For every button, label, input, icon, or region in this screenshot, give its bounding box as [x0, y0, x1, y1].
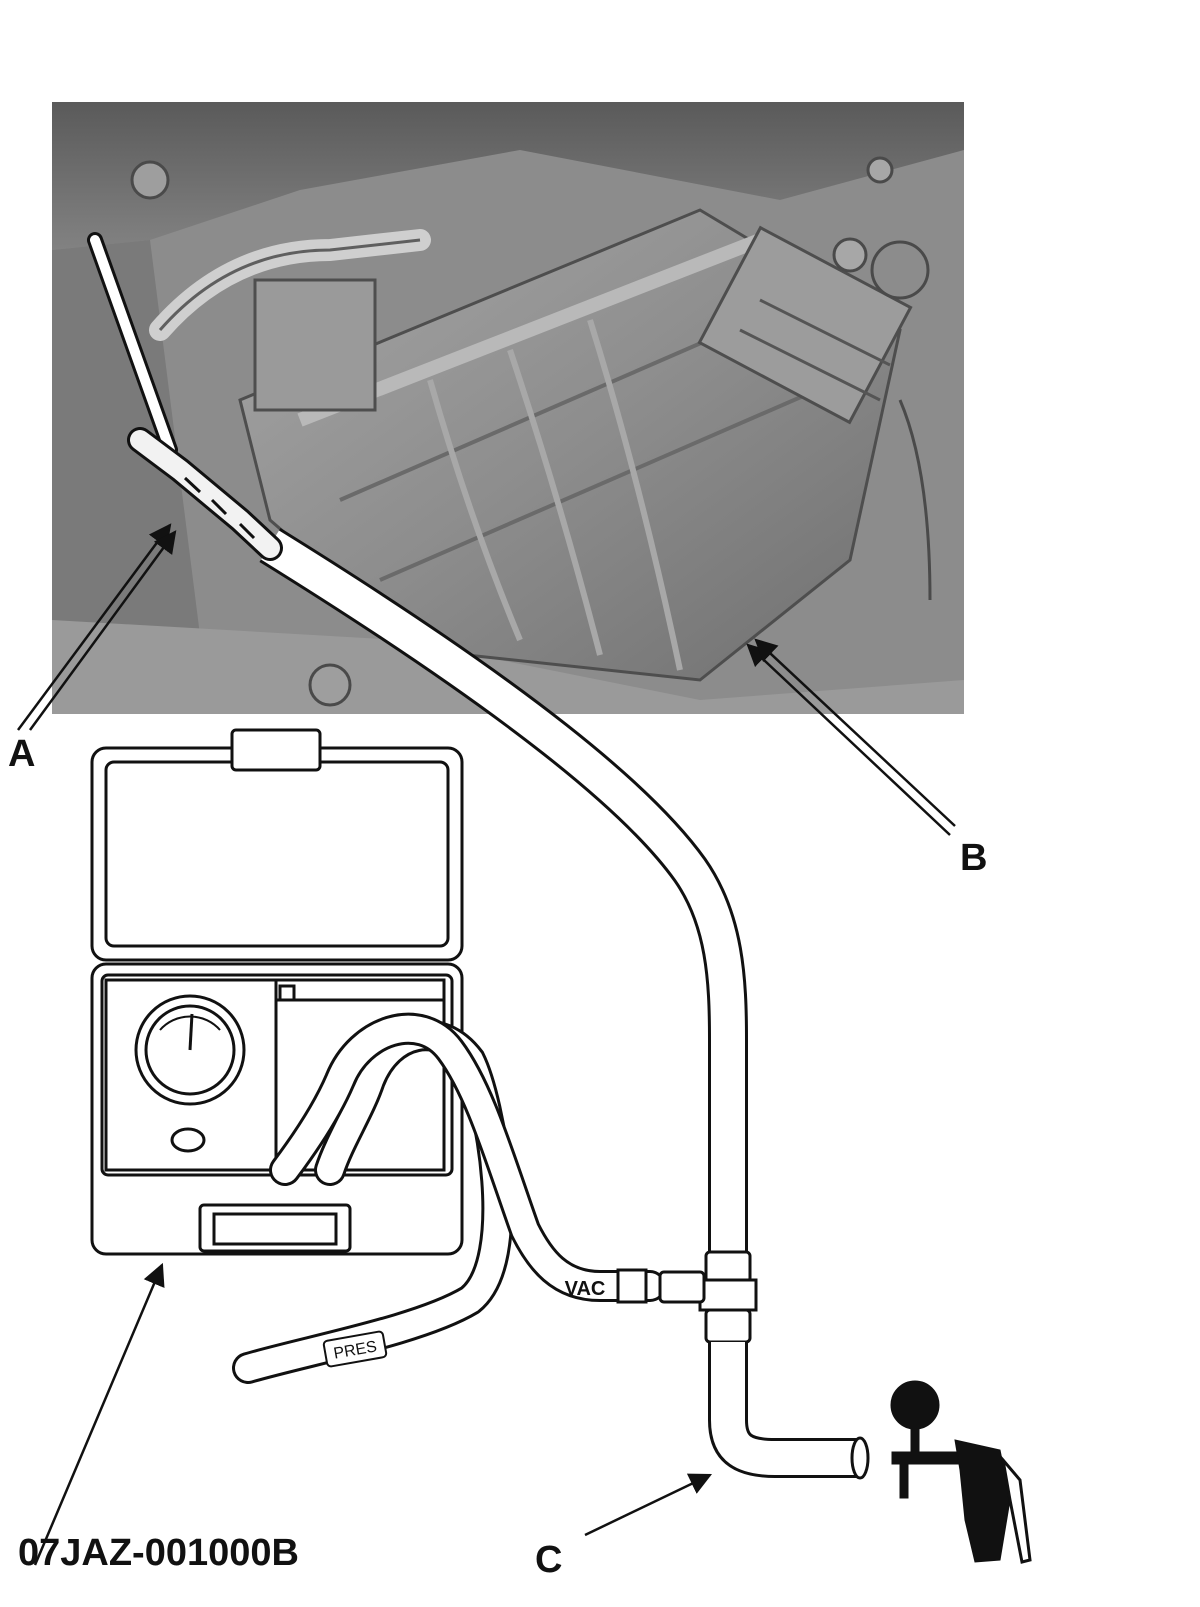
vac-hose-label: VAC — [565, 1278, 606, 1300]
callout-b: B — [960, 837, 987, 879]
tee-fitting — [658, 1250, 758, 1344]
callout-leaders — [16, 523, 956, 1566]
pres-hose-tag: PRES — [322, 1330, 388, 1368]
quick-connector-a — [127, 427, 283, 561]
callout-c: C — [535, 1539, 562, 1581]
hose-c — [708, 1342, 870, 1480]
kit-hoses: VAC PRES — [232, 1012, 666, 1384]
tool-number-label: 07JAZ-001000B — [18, 1532, 299, 1574]
callout-a: A — [8, 733, 35, 775]
pressure-gauge-icon — [134, 994, 246, 1106]
evap-tester-kit — [90, 728, 464, 1256]
vehicle-underbody-illustration — [52, 102, 964, 714]
vacuum-pump-icon — [890, 1380, 1032, 1564]
test-hose-main — [87, 232, 748, 1255]
